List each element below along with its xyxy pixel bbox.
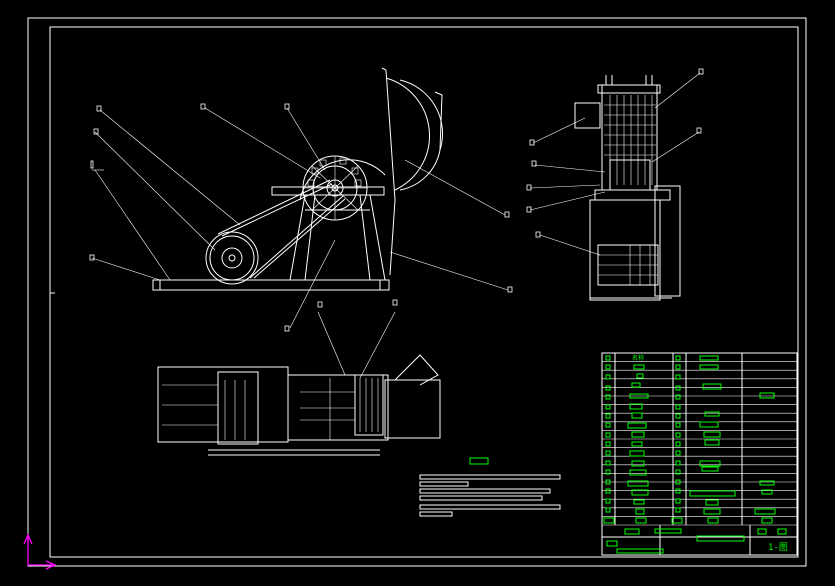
table-outline [601, 352, 798, 556]
tech-req-title [469, 457, 489, 465]
v-belt [217, 179, 331, 235]
parts-list-table[interactable] [601, 352, 798, 556]
plan-motor [217, 371, 259, 445]
leader-lines-plan [317, 311, 396, 379]
plan-view[interactable] [157, 299, 441, 456]
callout-boxes-front [89, 103, 513, 332]
outer-frame [27, 17, 807, 567]
side-view[interactable] [526, 68, 704, 301]
inner-frame [49, 26, 799, 558]
blade-grid [604, 95, 656, 185]
tech-requirements [419, 457, 561, 517]
feed-hopper-arc [399, 79, 443, 191]
plan-rotor-blades [300, 378, 379, 440]
drawing-number: 1-图 [768, 542, 788, 553]
plan-base [157, 366, 289, 443]
table-header-text: 名称 [632, 354, 644, 362]
leader-lines-side [529, 72, 701, 256]
motor-pulley [205, 231, 259, 285]
base-frame [152, 279, 390, 291]
ucs-icon [23, 533, 57, 570]
front-view[interactable] [89, 67, 513, 332]
callout-boxes-side [526, 68, 704, 238]
leader-lines-front [91, 107, 509, 329]
